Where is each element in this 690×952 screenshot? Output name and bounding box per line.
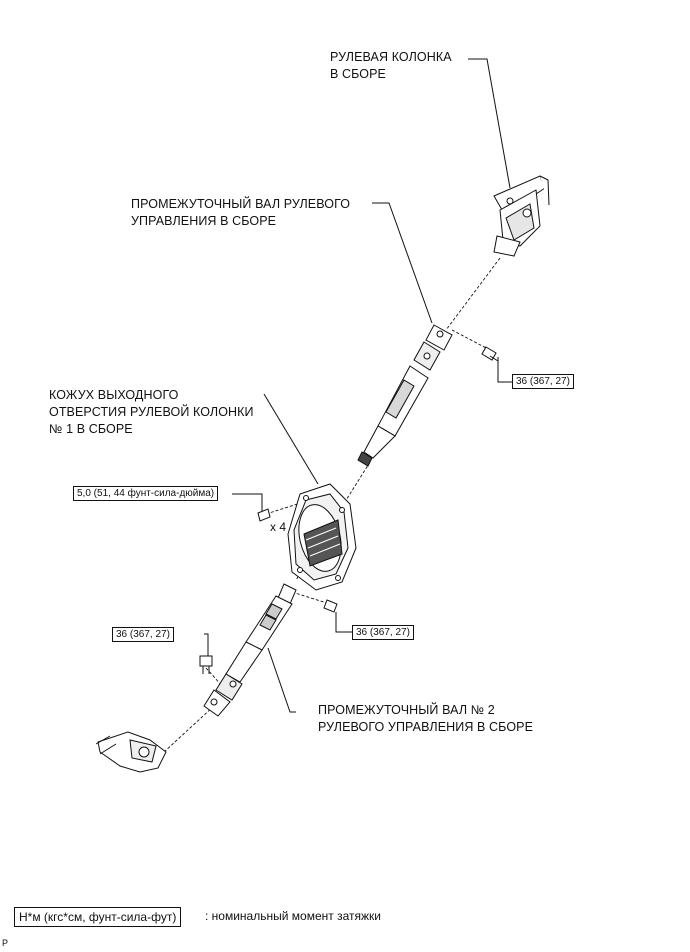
axis-lower [163, 705, 215, 753]
steering-gear [95, 731, 167, 773]
leader-shaft2 [267, 647, 296, 713]
torque-lower-bolt: 36 (367, 27) [112, 627, 174, 642]
leader-shaft1 [372, 202, 433, 324]
legend-text: : номинальный момент затяжки [205, 909, 381, 923]
label-intermediate-shaft-2: ПРОМЕЖУТОЧНЫЙ ВАЛ № 2 РУЛЕВОГО УПРАВЛЕНИ… [318, 703, 534, 734]
bolt-axis-upper [451, 329, 491, 351]
leader-column [468, 58, 511, 189]
bolt-axis-middle [291, 591, 331, 605]
corner-mark: P [2, 938, 9, 948]
middle-bolt [323, 599, 338, 613]
leader-cover [263, 393, 319, 485]
cover-bolt [257, 508, 271, 522]
torque-middle-bolt: 36 (367, 27) [352, 625, 414, 640]
column-hole-cover [287, 483, 357, 591]
torque-cover-bolts: 5,0 (51, 44 фунт-сила-дюйма) [73, 486, 219, 501]
legend-unit: Н*м (кгс*см, фунт-сила-фут) [14, 907, 182, 927]
bolt-axis-cover [265, 501, 305, 515]
intermediate-shaft-1 [357, 324, 453, 467]
label-steering-column: РУЛЕВАЯ КОЛОНКА В СБОРЕ [330, 50, 452, 81]
bolt-quantity: x 4 [270, 520, 287, 534]
label-intermediate-shaft-1: ПРОМЕЖУТОЧНЫЙ ВАЛ РУЛЕВОГО УПРАВЛЕНИЯ В … [131, 197, 351, 228]
torque-upper-bolt: 36 (367, 27) [512, 374, 574, 389]
axis-upper [445, 257, 501, 331]
label-column-hole-cover: КОЖУХ ВЫХОДНОГО ОТВЕРСТИЯ РУЛЕВОЙ КОЛОНК… [49, 388, 254, 436]
lower-bolt [199, 655, 213, 674]
leader-cover-bolts [232, 493, 263, 512]
upper-bolt [481, 346, 499, 362]
intermediate-shaft-2 [203, 583, 297, 717]
leader-upper-bolt [497, 357, 512, 383]
steering-column [493, 175, 550, 257]
leader-lower-bolt [204, 633, 209, 657]
leader-middle-bolt [335, 612, 352, 633]
